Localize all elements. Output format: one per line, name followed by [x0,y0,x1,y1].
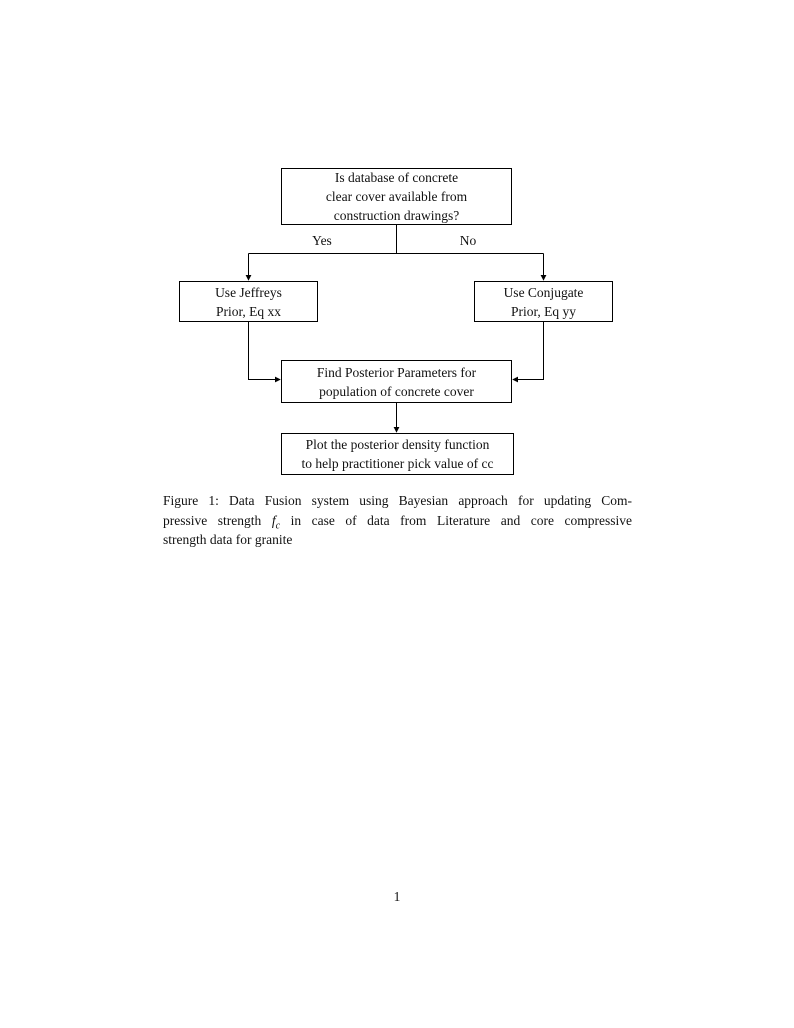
node-question-line3: construction drawings? [333,208,460,223]
page-number: 1 [393,889,401,904]
node-posterior-line1: Find Posterior Parameters for [316,364,477,380]
node-plot-line2: to help practitioner pick value of cc [301,456,494,471]
node-jeffreys-line2: Prior, Eq xx [215,303,282,319]
node-question-line2: clear cover available from [325,189,468,204]
edge-label-no: No [459,233,477,248]
flowchart-node-plot-density: Plot the posterior density function to h… [281,433,514,475]
caption-line-3: strength data for granite [163,532,293,547]
node-posterior-line2: population of concrete cover [319,383,474,399]
node-jeffreys-line1: Use Jeffreys [215,284,282,300]
caption-line-2: pressive strength fc in case of data fro… [163,511,632,531]
caption-line2-pre: pressive strength [163,512,272,528]
figure-caption: Figure 1: Data Fusion system using Bayes… [163,491,632,550]
connector-conjugate-posterior [512,322,544,383]
node-plot-line1: Plot the posterior density function [305,437,490,452]
flowchart-node-posterior-parameters: Find Posterior Parameters for population… [281,360,512,403]
caption-line2-post: in case of data from Literature and core… [280,512,632,528]
flowchart-node-jeffreys-prior: Use Jeffreys Prior, Eq xx [179,281,318,322]
math-fc-subscript: c [275,520,281,532]
math-fc-variable: f [271,512,276,528]
node-conjugate-line1: Use Conjugate [503,284,584,300]
caption-line-1: Figure 1: Data Fusion system using Bayes… [163,493,632,508]
node-conjugate-line2: Prior, Eq yy [510,303,577,319]
connector-jeffreys-posterior [248,322,281,383]
flowchart-node-conjugate-prior: Use Conjugate Prior, Eq yy [474,281,613,322]
node-question-line1: Is database of concrete [334,170,459,185]
edge-label-yes: Yes [312,233,332,248]
flowchart-node-question: Is database of concrete clear cover avai… [281,168,512,225]
